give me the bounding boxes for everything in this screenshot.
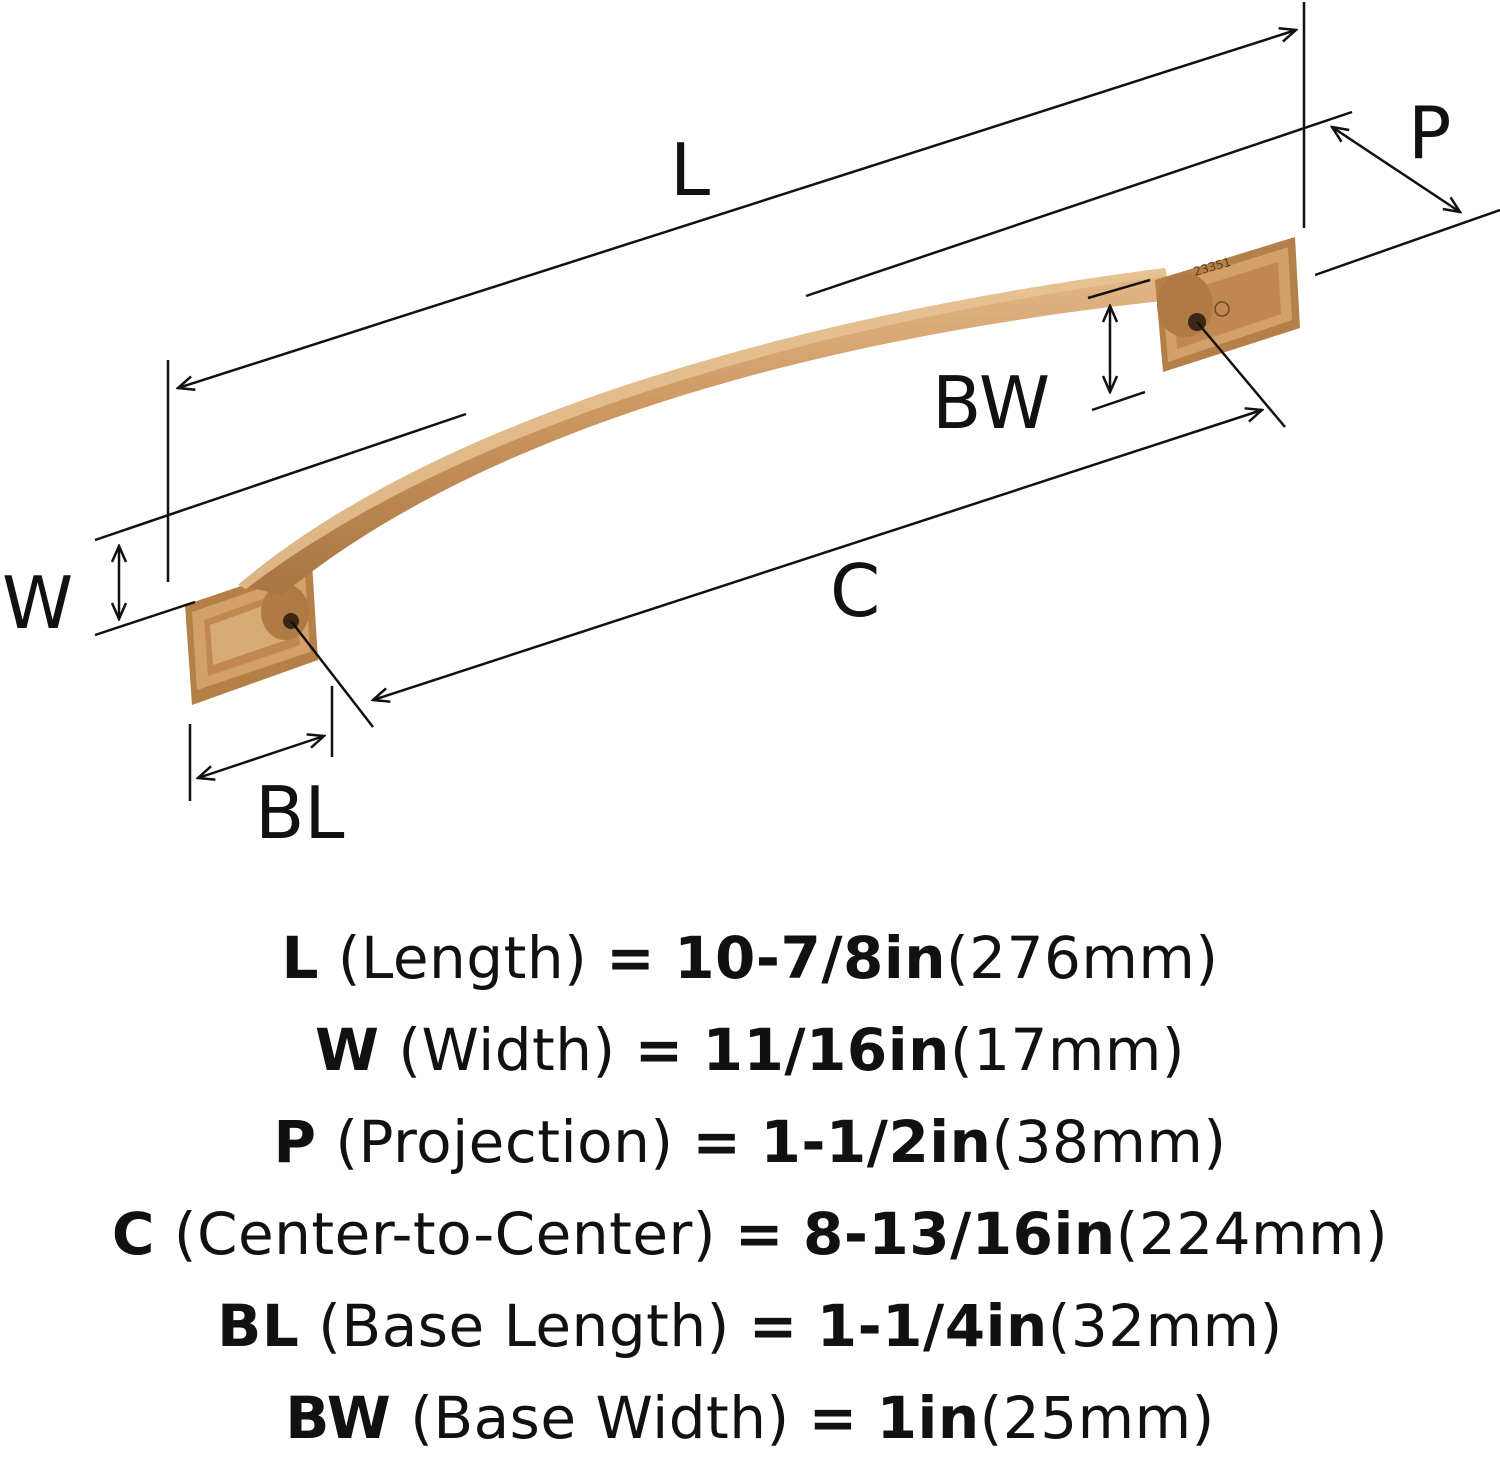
spec-name: (Base Width): [410, 1384, 790, 1452]
spec-equals: =: [748, 1292, 798, 1360]
center-dimension-arrow: [373, 410, 1262, 700]
spec-name: (Length): [337, 924, 588, 992]
spec-key: BW: [285, 1384, 392, 1452]
spec-key: L: [281, 924, 319, 992]
spec-key: C: [111, 1200, 155, 1268]
spec-imperial-value: 1-1/2in: [760, 1108, 992, 1176]
cabinet-pull-dimension-diagram: 23351 L P BW W C BL: [2, 2, 1500, 855]
right-base-plate: 23351: [1155, 237, 1300, 372]
spec-key: P: [273, 1108, 317, 1176]
spec-key: BL: [217, 1292, 300, 1360]
label-P: P: [1408, 91, 1451, 175]
label-BL: BL: [255, 771, 345, 855]
spec-imperial-value: 1-1/4in: [816, 1292, 1048, 1360]
spec-metric-value: (32mm): [1047, 1292, 1283, 1360]
spec-length: L (Length) = 10-7/8in(276mm): [0, 912, 1500, 1004]
spec-metric-value: (38mm): [991, 1108, 1227, 1176]
spec-name: (Center-to-Center): [173, 1200, 716, 1268]
spec-base-length: BL (Base Length) = 1-1/4in(32mm): [0, 1280, 1500, 1372]
base-width-extension-bottom: [1091, 390, 1146, 412]
projection-dimension-arrow: [1332, 127, 1460, 212]
spec-equals: =: [606, 924, 656, 992]
dimension-labels: L P BW W C BL: [2, 91, 1451, 855]
width-extension-bottom: [94, 600, 196, 637]
projection-extension-bottom: [1314, 208, 1500, 277]
length-dimension-arrow: [178, 30, 1296, 388]
spec-equals: =: [692, 1108, 742, 1176]
spec-imperial-value: 10-7/8in: [674, 924, 947, 992]
spec-equals: =: [734, 1200, 785, 1268]
dimension-specifications-list: L (Length) = 10-7/8in(276mm) W (Width) =…: [0, 912, 1500, 1464]
spec-imperial-value: 1in: [876, 1384, 980, 1452]
spec-metric-value: (276mm): [946, 924, 1219, 992]
spec-imperial-value: 8-13/16in: [802, 1200, 1116, 1268]
spec-name: (Base Length): [318, 1292, 730, 1360]
label-C: C: [830, 549, 880, 633]
dimension-lines: [94, 2, 1500, 801]
spec-name: (Width): [398, 1016, 616, 1084]
spec-metric-value: (17mm): [949, 1016, 1185, 1084]
projection-extension-top: [805, 110, 1353, 298]
spec-key: W: [314, 1016, 380, 1084]
spec-center-to-center: C (Center-to-Center) = 8-13/16in(224mm): [0, 1188, 1500, 1280]
spec-equals: =: [634, 1016, 684, 1084]
left-base-plate: [185, 562, 318, 705]
center-leader-right: [1196, 321, 1286, 428]
base-length-dimension-arrow: [198, 736, 324, 778]
spec-metric-value: (224mm): [1115, 1200, 1389, 1268]
label-BW: BW: [932, 361, 1050, 445]
label-L: L: [670, 128, 710, 212]
spec-metric-value: (25mm): [979, 1384, 1215, 1452]
spec-name: (Projection): [335, 1108, 674, 1176]
spec-width: W (Width) = 11/16in(17mm): [0, 1004, 1500, 1096]
spec-equals: =: [808, 1384, 858, 1452]
label-W: W: [2, 561, 73, 645]
center-leader-left: [290, 620, 374, 728]
cabinet-pull: 23351: [185, 237, 1300, 705]
spec-base-width: BW (Base Width) = 1in(25mm): [0, 1372, 1500, 1464]
spec-imperial-value: 11/16in: [702, 1016, 950, 1084]
spec-projection: P (Projection) = 1-1/2in(38mm): [0, 1096, 1500, 1188]
base-width-extension-top: [1087, 278, 1151, 300]
